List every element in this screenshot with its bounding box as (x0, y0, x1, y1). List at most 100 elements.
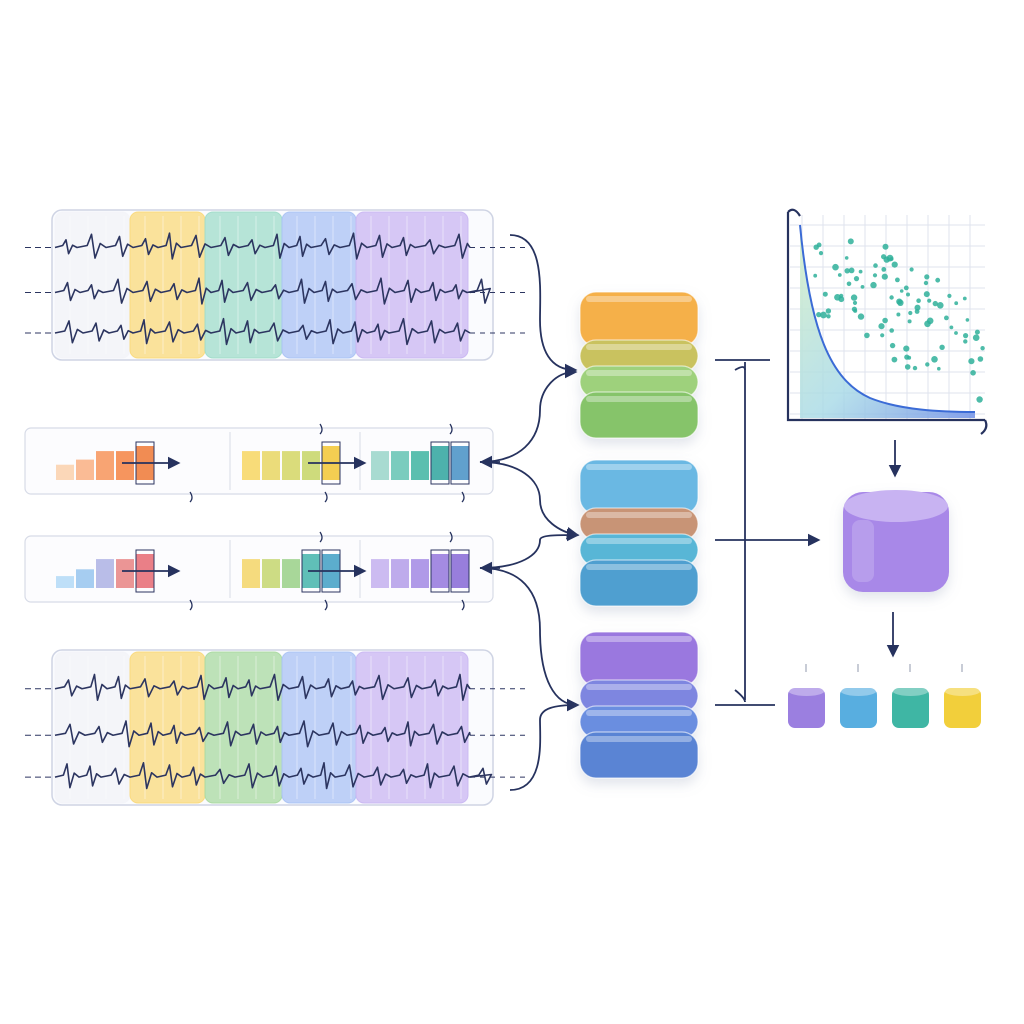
scatter-point (977, 356, 984, 362)
bar-row-tick (189, 491, 193, 503)
store-layer (579, 559, 699, 607)
output-token (892, 664, 929, 728)
connector-arrow (479, 528, 580, 569)
bar-row-tick (324, 491, 328, 503)
scatter-point (980, 346, 985, 351)
aggregate-highlight (852, 520, 874, 582)
store-layer-highlight (586, 512, 692, 518)
scatter-point (825, 308, 832, 314)
scatter-point (949, 325, 954, 330)
feature-bar (116, 451, 134, 480)
scatter-point (903, 345, 910, 352)
bar-row-tick (461, 599, 465, 611)
signal-waveform (54, 673, 471, 701)
connector-arrows (479, 234, 902, 791)
output-token (840, 664, 877, 728)
scatter-point (873, 263, 878, 268)
bar-row-tick (449, 423, 453, 435)
scatter-point (927, 298, 932, 303)
scatter-point (878, 323, 885, 330)
token-top (788, 686, 825, 696)
scatter-point (896, 312, 901, 317)
signal-waveform (54, 762, 493, 790)
bar-row-tick (319, 531, 323, 543)
scatter-point (880, 333, 885, 338)
scatter-point (832, 263, 839, 271)
feature-bar-outline (430, 441, 450, 485)
scatter-point (909, 267, 914, 272)
feature-bar-outline (430, 549, 450, 593)
scatter-point (826, 314, 831, 319)
feature-bar (451, 446, 469, 480)
signal-segment (355, 651, 469, 804)
feature-bar (262, 559, 280, 588)
feature-bar (96, 451, 114, 480)
feature-bar (76, 569, 94, 588)
token-top (944, 686, 981, 696)
signal-segment (355, 211, 469, 359)
scatter-point (937, 302, 944, 309)
scatter-point (844, 268, 850, 274)
scatter-point (895, 277, 900, 283)
store-layer-highlight (586, 538, 692, 544)
scatter-point (908, 310, 913, 316)
bar-row-warm (24, 423, 494, 503)
scatter-point (939, 344, 945, 350)
scatter-point (962, 296, 967, 301)
scatter-point (860, 285, 865, 289)
scatter-point (846, 281, 852, 287)
bar-row-cool (24, 531, 494, 611)
scatter-point (963, 339, 968, 344)
aggregate-store (843, 490, 949, 592)
scatter-point (935, 277, 941, 283)
scatter-point (903, 285, 909, 291)
scatter-point (850, 294, 858, 301)
scatter-point (974, 329, 980, 335)
scatter-point (932, 300, 938, 307)
feature-bar (116, 559, 134, 588)
scatter-point (818, 251, 824, 256)
connector-arrow (509, 234, 578, 377)
scatter-point (891, 356, 898, 363)
feature-bar (431, 446, 449, 480)
signal-waveform (54, 317, 471, 346)
output-token (944, 664, 981, 728)
connector-arrow (479, 461, 580, 540)
scatter-point (906, 292, 910, 297)
signal-panel-top (25, 209, 525, 361)
scatter-point (914, 309, 920, 314)
signal-segment (281, 211, 357, 359)
scatter-point (931, 356, 938, 363)
scatter-point (822, 291, 828, 297)
scatter-point (925, 362, 930, 367)
store-layer-highlight (586, 684, 692, 690)
bar-row-tick (449, 531, 453, 543)
decay-scatter-plot (786, 208, 988, 435)
scatter-point (837, 273, 842, 277)
signal-waveform (54, 277, 491, 305)
scatter-point (872, 273, 878, 278)
feature-bar (56, 576, 74, 588)
store-layer-highlight (586, 710, 692, 716)
scatter-point (864, 332, 870, 339)
scatter-point (944, 315, 949, 321)
store-layer (579, 731, 699, 779)
feature-bar (302, 451, 320, 480)
feature-bar (371, 451, 389, 480)
output-tokens (788, 664, 981, 728)
store-layer-highlight (586, 396, 692, 402)
feature-bar (411, 451, 429, 480)
connector-arrow (479, 365, 578, 463)
scatter-point (924, 274, 930, 280)
scatter-point (912, 365, 918, 371)
scatter-point (881, 267, 887, 272)
feature-bar (431, 554, 449, 588)
decay-area (800, 225, 975, 418)
plot-axis-hook (787, 208, 801, 217)
store-layer-highlight (586, 464, 692, 470)
scatter-point (965, 318, 970, 322)
feature-bar (451, 554, 469, 588)
scatter-point (914, 304, 921, 311)
token-body (892, 688, 929, 728)
scatter-point (923, 291, 930, 298)
